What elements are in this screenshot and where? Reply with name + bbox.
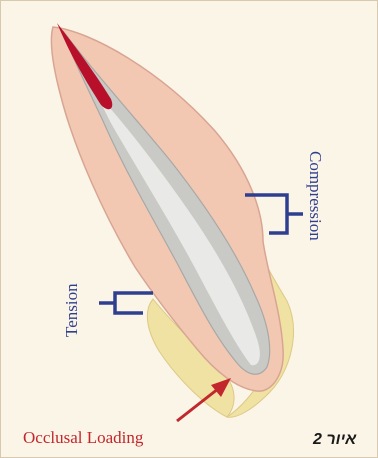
tension-bracket [99, 293, 153, 313]
compression-label: Compression [307, 151, 324, 241]
figure-number-label: איור 2 [313, 432, 356, 448]
tension-label: Tension [63, 283, 80, 337]
occlusal-loading-label: Occlusal Loading [23, 429, 143, 446]
